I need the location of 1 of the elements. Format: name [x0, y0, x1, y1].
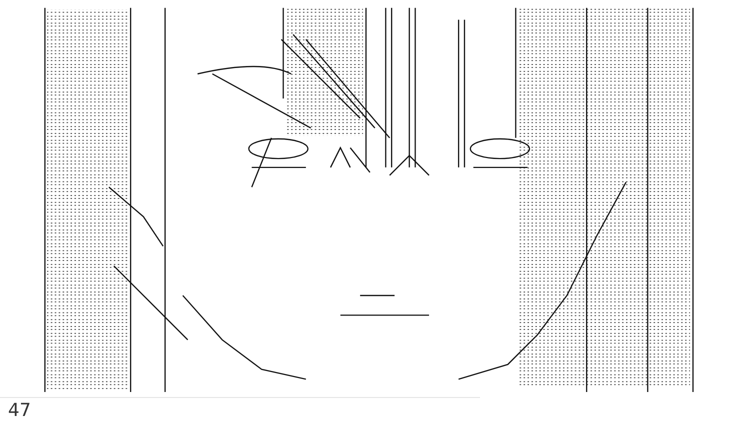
page-number: 47	[8, 401, 31, 421]
